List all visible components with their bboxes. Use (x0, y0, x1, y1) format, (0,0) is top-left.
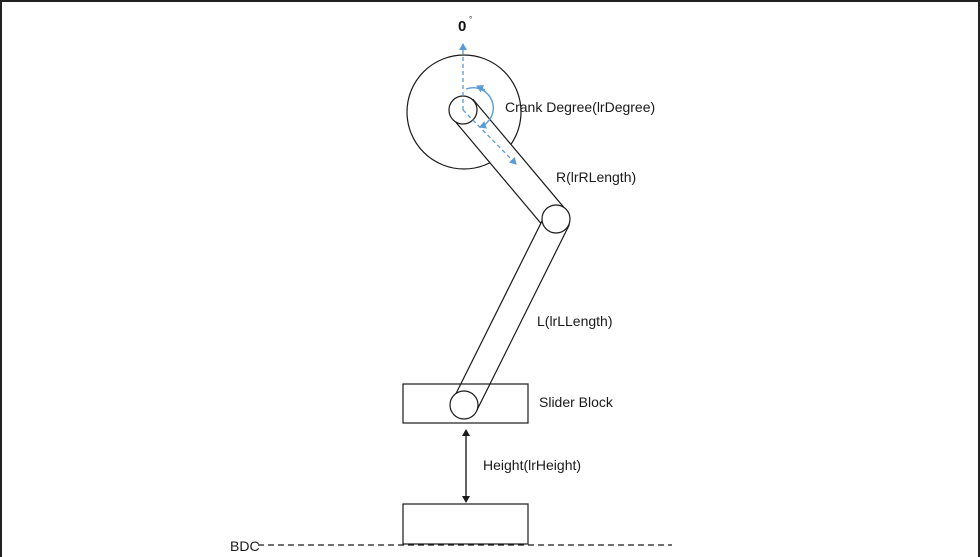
bdc-label: BDC (230, 538, 260, 554)
crank-degree-label: Crank Degree(lrDegree) (505, 99, 655, 115)
slider-block (402, 383, 529, 424)
crank-disc (406, 54, 522, 170)
height-label: Height(lrHeight) (483, 457, 581, 473)
crank-angle-arrow-start (476, 85, 486, 93)
slider-block-label: Slider Block (539, 394, 614, 410)
crank-angle-arc (465, 87, 494, 129)
zero-degree-label: 0 (458, 18, 466, 35)
base-block (402, 503, 529, 545)
crank-direction-arrow (462, 109, 517, 165)
l-length-label: L(lrLLength) (537, 313, 613, 329)
r-length-label: R(lrRLength) (556, 169, 636, 185)
wrist-pin (449, 390, 479, 420)
degree-symbol: ° (469, 15, 472, 24)
crank-pin (541, 204, 571, 234)
